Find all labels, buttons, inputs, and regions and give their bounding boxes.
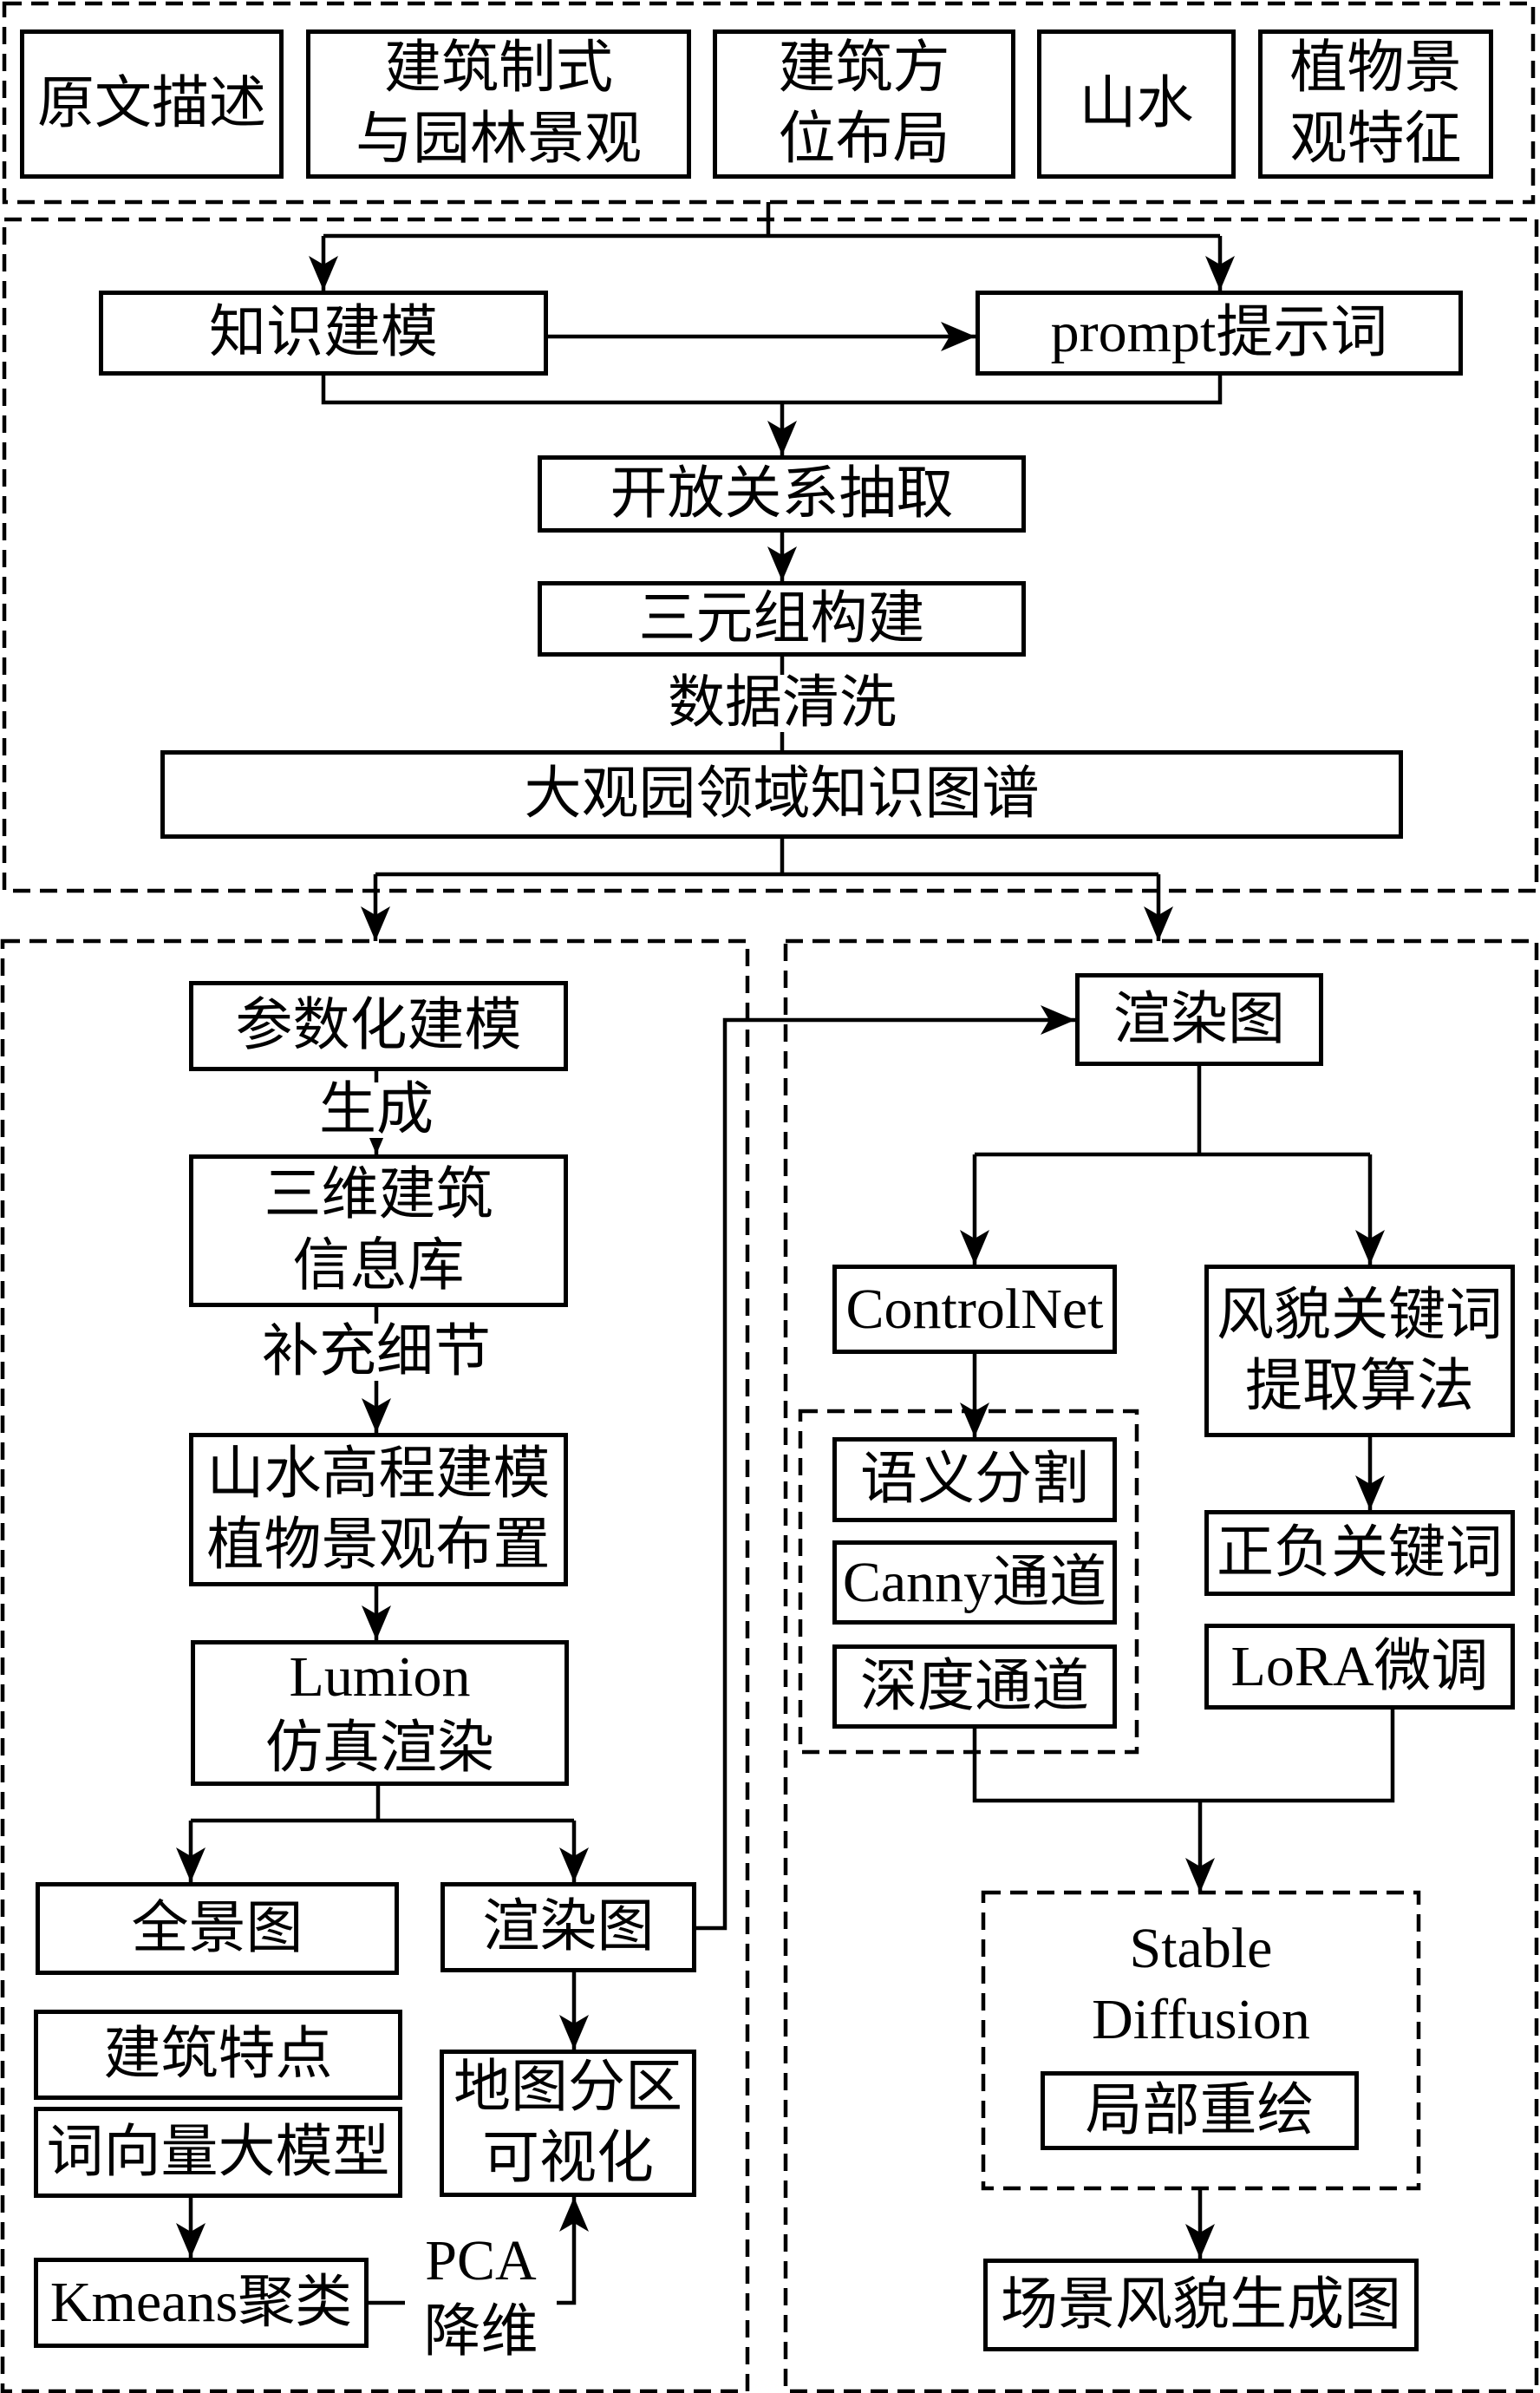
source-panel-frame [2,1,1536,205]
box-prompt-words: prompt提示词 [976,291,1463,376]
box-knowledge-modeling: 知识建模 [99,291,548,376]
box-label: Kmeans聚类 [49,2271,353,2334]
knowledge-panel-frame [2,217,1539,893]
box-label: 建筑制式 与园林景观 [356,36,642,171]
box-label: 词向量大模型 [46,2120,390,2184]
box-label: 风貌关键词 提取算法 [1217,1283,1503,1418]
box-style-keyword-algorithm: 风貌关键词 提取算法 [1204,1265,1515,1437]
connector-merge-to-extraction [321,376,1223,405]
add-details-label: 补充细节 [258,1320,494,1383]
box-label: 局部重绘 [1085,2078,1315,2142]
box-label: 语义分割 [860,1448,1089,1511]
box-label: 地图分区 可视化 [454,2056,682,2190]
box-word-vector-model: 词向量大模型 [34,2107,402,2198]
box-label: Canny通道 [842,1550,1107,1614]
box-label: 全景图 [131,1896,303,1960]
box-lumion-render: Lumion 仿真渲染 [191,1640,569,1786]
box-label: 正负关键词 [1217,1520,1503,1585]
box-original-text: 原文描述 [20,29,284,179]
box-semantic-segmentation: 语义分割 [832,1437,1117,1522]
box-controlnet: ControlNet [832,1265,1117,1354]
box-label: 渲染图 [482,1895,655,1958]
box-rendering-left: 渲染图 [440,1882,696,1972]
box-rendering-right: 渲染图 [1075,973,1323,1066]
edge-label: PCA 降维 [423,2229,538,2364]
box-label: 深度通道 [860,1654,1089,1718]
box-canny-channel: Canny通道 [832,1540,1117,1625]
box-terrain-planting: 山水高程建模 植物景观布置 [189,1433,568,1586]
box-kmeans: Kmeans聚类 [34,2258,369,2348]
box-parametric-modeling: 参数化建模 [189,981,568,1071]
box-label: 山水高程建模 植物景观布置 [206,1442,551,1577]
modeling-panel-frame [0,938,750,2393]
box-label: 三维建筑 信息库 [264,1163,493,1298]
box-label: ControlNet [845,1277,1104,1341]
connector-merge-to-stable-diffusion [972,1710,1395,1803]
box-plant-features: 植物景 观特征 [1258,29,1493,179]
box-label: prompt提示词 [1050,301,1388,364]
box-label: 三元组构建 [638,586,925,651]
box-inpainting: 局部重绘 [1041,2071,1359,2150]
arrow-rendering-to-generation [696,1005,1075,1931]
box-map-zoning: 地图分区 可视化 [440,2050,696,2197]
box-label: 建筑方 位布局 [778,36,950,171]
box-label: 开放关系抽取 [610,461,954,526]
box-pos-neg-keywords: 正负关键词 [1204,1510,1515,1596]
box-triple-construction: 三元组构建 [538,581,1026,657]
box-building-features: 建筑特点 [34,2010,402,2100]
box-label: 场景风貌生成图 [1001,2272,1401,2337]
connector-rendering-split [975,1066,1370,1157]
box-architecture-style: 建筑制式 与园林景观 [306,29,691,179]
box-knowledge-graph: 大观园领域知识图谱 [160,750,1403,839]
box-label: 渲染图 [1113,987,1285,1051]
box-label: 原文描述 [37,72,266,135]
box-label: 建筑特点 [103,2023,333,2086]
pca-label: PCA 降维 [405,2226,557,2368]
box-building-layout: 建筑方 位布局 [713,29,1015,179]
edge-label: 补充细节 [262,1320,491,1383]
box-label: 山水 [1079,72,1194,135]
box-label: 参数化建模 [235,994,522,1057]
connector-source-split [323,202,1220,239]
box-open-relation-extraction: 开放关系抽取 [538,455,1026,533]
box-scene-output: 场景风貌生成图 [983,2259,1419,2351]
edge-label: 生成 [319,1078,434,1141]
connector-graph-split [375,839,1158,877]
stable-diffusion-title: Stable Diffusion [989,1913,1413,2056]
box-label: 植物景 观特征 [1289,36,1462,171]
data-cleaning-label: 数据清洗 [661,671,904,735]
box-label: 知识建模 [209,301,438,364]
box-label: Lumion 仿真渲染 [265,1645,494,1780]
box-lora-finetune: LoRA微调 [1204,1624,1515,1710]
box-panorama: 全景图 [36,1882,399,1975]
edge-label: 数据清洗 [668,671,897,735]
connector-lumion-split [191,1786,574,1823]
box-landscape: 山水 [1037,29,1236,179]
box-label: 大观园领域知识图谱 [524,762,1040,826]
generate-label: 生成 [316,1078,437,1141]
box-depth-channel: 深度通道 [832,1644,1117,1729]
box-label: LoRA微调 [1230,1634,1489,1698]
box-building-database: 三维建筑 信息库 [189,1154,568,1307]
frame-label: Stable Diffusion [1092,1917,1310,2051]
